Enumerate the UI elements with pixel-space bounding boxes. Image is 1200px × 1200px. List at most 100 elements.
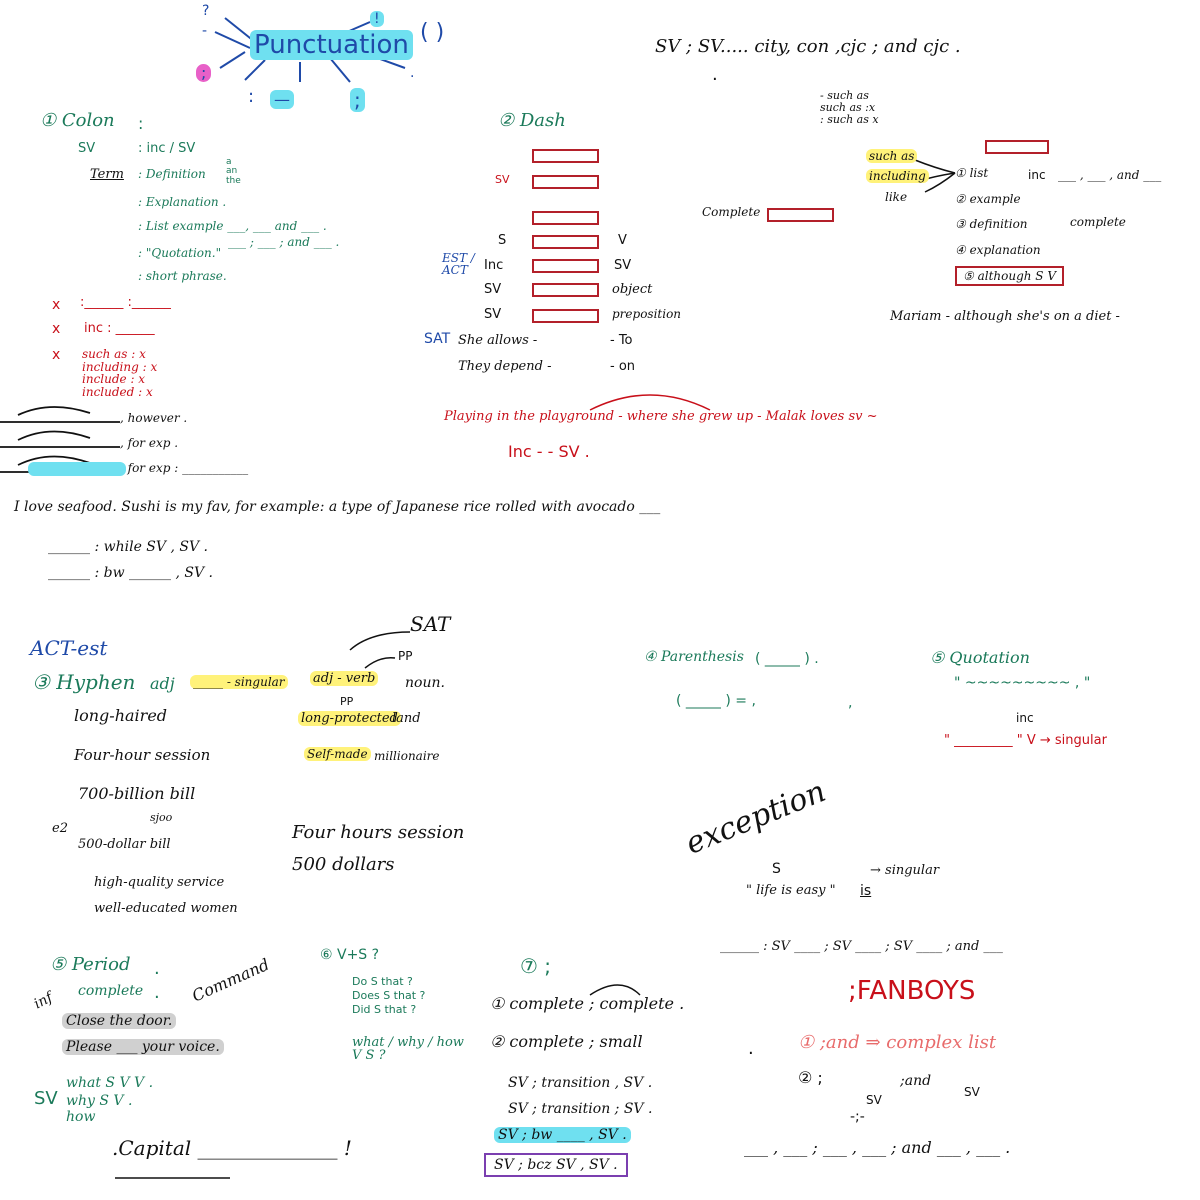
colon-title: ① Colon: [40, 110, 115, 131]
hyphen-e2: e2: [52, 821, 68, 836]
colon-wrong-2: inc : ______: [84, 321, 155, 336]
colon-however: , however .: [120, 411, 188, 425]
hyphen-long-haired: long-haired: [74, 706, 168, 725]
exception-life: " life is easy ": [746, 883, 836, 898]
fanboys-dash: -;-: [850, 1109, 865, 1125]
dash-they-depend: They depend -: [458, 359, 552, 374]
quotation-title: ⑤ Quotation: [930, 648, 1030, 667]
map-node-period: .: [410, 65, 415, 81]
qmark-did: Did S that ?: [352, 1003, 417, 1016]
dash-inc: Inc: [484, 258, 504, 273]
dash-to: - To: [610, 333, 633, 348]
colon-inc-sv: : inc / SV: [138, 141, 196, 156]
dash-complete: Complete: [702, 205, 761, 219]
dash-item-example: ② example: [955, 192, 1021, 206]
dash-item-list: ① list: [955, 166, 989, 180]
fanboys-title: ;FANBOYS: [848, 976, 976, 1006]
colon-highlight: [28, 462, 126, 476]
colon-explanation: : Explanation .: [138, 195, 227, 209]
hyphen-four-hour: Four-hour session: [74, 746, 211, 764]
quotation-form: " ~~~~~~~~~ , ": [954, 675, 1091, 691]
semicolon-title: ⑦ ;: [520, 954, 552, 978]
colon-list-example-2: ___ ; ___ ; and ___ .: [228, 235, 340, 249]
top-dot: .: [712, 64, 718, 85]
semicolon-row-1: ① complete ; complete .: [490, 994, 685, 1013]
hyphen-title: ③ Hyphen: [32, 670, 136, 694]
colon-list-example: : List example ___, ___ and ___ .: [138, 219, 327, 233]
dash-mariam: Mariam - although she's on a diet -: [890, 309, 1120, 324]
period-please: Please ___ your voice.: [62, 1039, 282, 1055]
period-close: Close the door.: [62, 1013, 177, 1029]
colon-definition: : Definition: [138, 167, 206, 181]
parenthesis-form-2: ( _____ ) = ,: [676, 693, 756, 709]
hyphen-four-hours: Four hours session: [292, 822, 465, 843]
map-node-hyphen: -: [202, 23, 208, 39]
parenthesis-form-1: ( _____ ) .: [755, 651, 819, 667]
dash-s: S: [498, 233, 507, 248]
dash-v: V: [618, 233, 627, 248]
parenthesis-comma: ,: [848, 695, 853, 711]
dash-title: ② Dash: [498, 110, 566, 131]
dash-item-although: ⑤ although S V: [955, 266, 1064, 286]
colon-sv: SV: [78, 141, 96, 156]
period-capital: .Capital ______________ !: [112, 1136, 352, 1160]
map-node-parens: ( ): [420, 20, 445, 45]
period-title: ⑤ Period: [50, 954, 131, 975]
colon-quotation: : "Quotation.": [138, 246, 222, 260]
dash-inc-and: ___ , ___ , and ___: [1058, 168, 1162, 182]
map-node-dash: —: [270, 90, 294, 109]
fanboys-item-2: ② ;: [798, 1068, 823, 1087]
hyphen-high-quality: high-quality service: [94, 875, 225, 890]
title-text: Punctuation: [250, 30, 413, 60]
hyphen-dollar: 500-dollar bill: [78, 837, 171, 852]
dash-sv-right: SV: [614, 258, 632, 273]
dash-sv-label: SV: [495, 173, 510, 186]
colon-term: Term: [90, 167, 124, 182]
period-dot-2: .: [154, 982, 160, 1003]
semicolon-row-6: SV ; bcz SV , SV .: [484, 1153, 628, 1177]
semicolon-dot: .: [748, 1038, 754, 1059]
fanboys-and: ;and: [900, 1073, 932, 1089]
dash-est-act: EST / ACT: [442, 251, 475, 277]
period-how: how: [66, 1109, 96, 1125]
qmark-do: Do S that ?: [352, 975, 413, 988]
dash-inc-sv: Inc - - SV .: [508, 442, 590, 461]
period-sv: SV: [34, 1088, 58, 1109]
qmark-title: ⑥ V+S ?: [320, 947, 380, 963]
hyphen-noun: noun.: [405, 675, 445, 691]
exception-singular: → singular: [870, 863, 940, 878]
dash-such-as: such as: [866, 149, 918, 163]
semicolon-row-4: SV ; transition ; SV .: [508, 1101, 653, 1117]
hyphen-billion: 700-billion bill: [78, 784, 196, 803]
not-list-notes: - such as such as :x : such as x: [820, 89, 879, 127]
hyphen-pp-top: PP: [398, 649, 413, 663]
dash-item-definition: ③ definition: [955, 217, 1028, 231]
exception-s: S: [772, 861, 781, 877]
hyphen-adj: adj: [150, 674, 175, 693]
hyphen-sat: SAT: [410, 612, 451, 636]
mind-map-title: Punctuation: [250, 30, 413, 60]
dash-sv-left: SV: [484, 282, 502, 297]
hyphen-millionaire: millionaire: [374, 749, 440, 763]
semicolon-row-2: ② complete ; small: [490, 1032, 643, 1051]
colon-bw-line: ______ : bw ______ , SV .: [48, 565, 213, 581]
colon-such-as: such as : x: [82, 347, 146, 361]
fanboys-sv-2: SV: [964, 1085, 980, 1099]
fanboys-formula: ______ : SV ____ ; SV ____ ; SV ____ ; a…: [720, 939, 1003, 954]
dash-preposition: preposition: [612, 307, 682, 321]
period-what: what S V V .: [66, 1075, 154, 1091]
map-node-question: ?: [202, 3, 210, 19]
fanboys-bottom: ___ , ___ ; ___ , ___ ; and ___ , ___ .: [744, 1138, 1011, 1157]
qmark-does: Does S that ?: [352, 989, 426, 1002]
semicolon-row-3: SV ; transition , SV .: [508, 1075, 653, 1091]
hyphen-singular: _____ - singular: [190, 675, 288, 689]
colon-mark: :: [138, 114, 144, 133]
dash-object: object: [612, 282, 653, 297]
colon-short-phrase: : short phrase.: [138, 269, 227, 283]
quotation-red: " _________ " V → singular: [944, 733, 1107, 748]
dash-complete-right: complete: [1070, 215, 1126, 229]
hyphen-act-est: ACT-est: [30, 636, 108, 660]
period-dot-1: .: [154, 958, 160, 979]
hyphen-sjoo: sjoo: [150, 811, 173, 824]
